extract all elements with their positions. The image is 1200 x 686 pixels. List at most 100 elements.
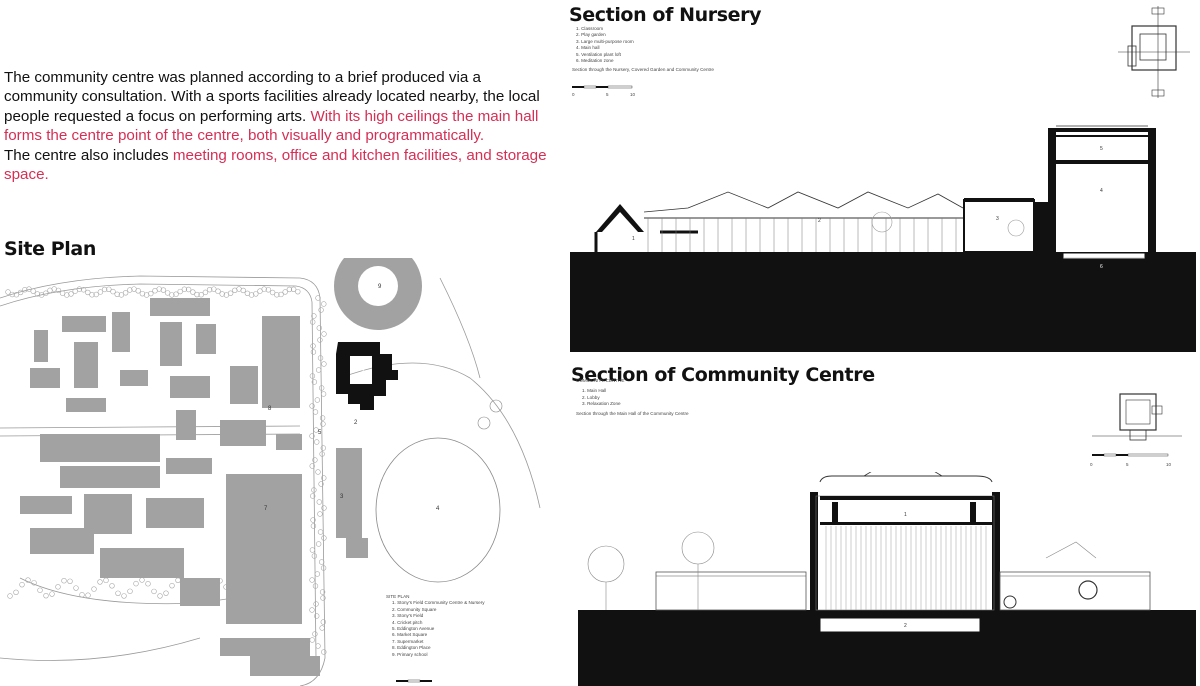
tree-mark xyxy=(73,585,79,591)
intro-text: The community centre was planned accordi… xyxy=(4,68,549,184)
tree-mark xyxy=(91,586,97,592)
map-label-4: 4 xyxy=(436,506,440,512)
nursery-room-3: 3 xyxy=(996,216,999,222)
tree-mark xyxy=(22,287,28,293)
tree-mark xyxy=(311,553,318,559)
legend-item: 9. Primary school xyxy=(392,651,428,657)
nursery-room-5: 5 xyxy=(1100,146,1103,152)
tree-mark xyxy=(310,493,316,499)
tree-mark xyxy=(320,445,327,451)
tree-mark xyxy=(282,289,288,295)
tree-mark xyxy=(206,286,213,293)
tree-mark xyxy=(106,286,112,292)
tree-mark xyxy=(318,307,324,313)
nursery-scale-10: 10 xyxy=(630,92,636,97)
legend-item: 2. Community Square xyxy=(392,606,437,612)
tree-mark xyxy=(274,292,280,298)
tree-mark xyxy=(309,637,315,643)
tree-mark xyxy=(190,289,196,295)
tree-mark xyxy=(261,286,267,292)
tree-mark xyxy=(269,289,276,296)
tree-mark xyxy=(97,289,104,295)
tree-mark xyxy=(313,601,319,607)
tree-mark xyxy=(310,343,316,349)
tree-mark xyxy=(313,427,319,433)
tree-mark xyxy=(321,301,327,307)
cc-room-1: 1 xyxy=(904,512,907,518)
nursery-room-2: 2 xyxy=(818,218,821,224)
tree-mark xyxy=(312,583,319,589)
map-label-5: 5 xyxy=(318,430,322,436)
cc-scale-10: 10 xyxy=(1166,462,1172,467)
tree-mark xyxy=(315,541,322,547)
tree-mark xyxy=(17,289,24,296)
tree-mark xyxy=(316,325,322,331)
legend-item: 6. Meditation zone xyxy=(576,58,614,64)
legend-item: 2. Lobby xyxy=(582,394,600,400)
tree-mark xyxy=(319,625,325,631)
tree-mark xyxy=(89,292,95,298)
map-label-8: 8 xyxy=(268,406,272,412)
tree-mark xyxy=(290,286,297,293)
site-plan-legend-title: SITE PLAN xyxy=(386,594,410,599)
tree-mark xyxy=(309,547,316,553)
tree-mark xyxy=(320,391,327,397)
tree-mark xyxy=(85,592,91,598)
tree-mark xyxy=(151,588,157,595)
tree-mark xyxy=(145,581,151,587)
cc-legend: COMMUNITY CENTRE 1. Main Hall 2. Lobby 3… xyxy=(576,378,776,417)
tree-mark xyxy=(321,361,327,367)
tree-mark xyxy=(25,577,31,583)
map-label-7: 7 xyxy=(264,506,268,512)
tree-mark xyxy=(157,593,163,599)
tree-mark xyxy=(26,286,32,292)
legend-item: 1. Classroom xyxy=(576,26,604,31)
map-label-2: 2 xyxy=(354,420,358,426)
nursery-room-1: 1 xyxy=(632,236,635,242)
nursery-legend: 1. Classroom 2. Play garden 3. Large mul… xyxy=(572,26,772,74)
cc-scale-0: 0 xyxy=(1090,462,1093,467)
cc-legend-title: COMMUNITY CENTRE xyxy=(576,378,625,383)
cc-caption: Section through the Main Hall of the Com… xyxy=(576,410,689,416)
tree-mark xyxy=(109,583,115,589)
tree-mark xyxy=(148,290,154,297)
tree-mark xyxy=(177,288,183,295)
tree-mark xyxy=(319,589,326,595)
tree-mark xyxy=(118,292,125,298)
intro-text-p1-highlight: With its high ceilings the main hall for… xyxy=(4,107,539,145)
tree-mark xyxy=(314,613,320,619)
tree-mark xyxy=(309,373,316,379)
tree-mark xyxy=(127,287,133,293)
nursery-scale-bar: 0 5 10 xyxy=(572,85,636,97)
legend-item: 5. Eddington Avenue xyxy=(392,626,435,632)
legend-item: 8. Eddington Place xyxy=(392,645,431,651)
tree-mark xyxy=(320,421,326,427)
tree-mark xyxy=(114,291,120,297)
legend-item: 3. Large multi-purpose room xyxy=(576,38,634,44)
tree-mark xyxy=(194,291,200,298)
tree-mark xyxy=(265,287,272,293)
nursery-caption: Section through the Nursery, Covered Gar… xyxy=(572,67,714,73)
tree-mark xyxy=(316,499,322,505)
tree-mark xyxy=(321,649,327,655)
tree-mark xyxy=(61,578,67,584)
tree-mark xyxy=(133,580,139,587)
legend-item: 1. Stony's Field Community Centre & Nurs… xyxy=(392,600,485,606)
tree-mark xyxy=(163,590,169,596)
tree-mark xyxy=(97,579,103,585)
tree-mark xyxy=(317,511,323,517)
nursery-section-title: Section of Nursery xyxy=(569,4,762,26)
tree-mark xyxy=(7,593,13,599)
cc-key-plan-icon: 0 5 10 xyxy=(1090,393,1182,467)
tree-mark xyxy=(317,529,324,535)
map-label-1: 1 xyxy=(362,370,366,376)
tree-mark xyxy=(317,355,324,361)
nursery-scale-5: 5 xyxy=(606,92,609,97)
tree-mark xyxy=(248,292,255,298)
tree-mark xyxy=(127,588,133,594)
tree-mark xyxy=(175,577,181,583)
tree-mark xyxy=(315,469,321,475)
community-centre-footprint xyxy=(336,342,398,410)
tree-mark xyxy=(321,505,327,511)
tree-mark xyxy=(318,481,324,487)
